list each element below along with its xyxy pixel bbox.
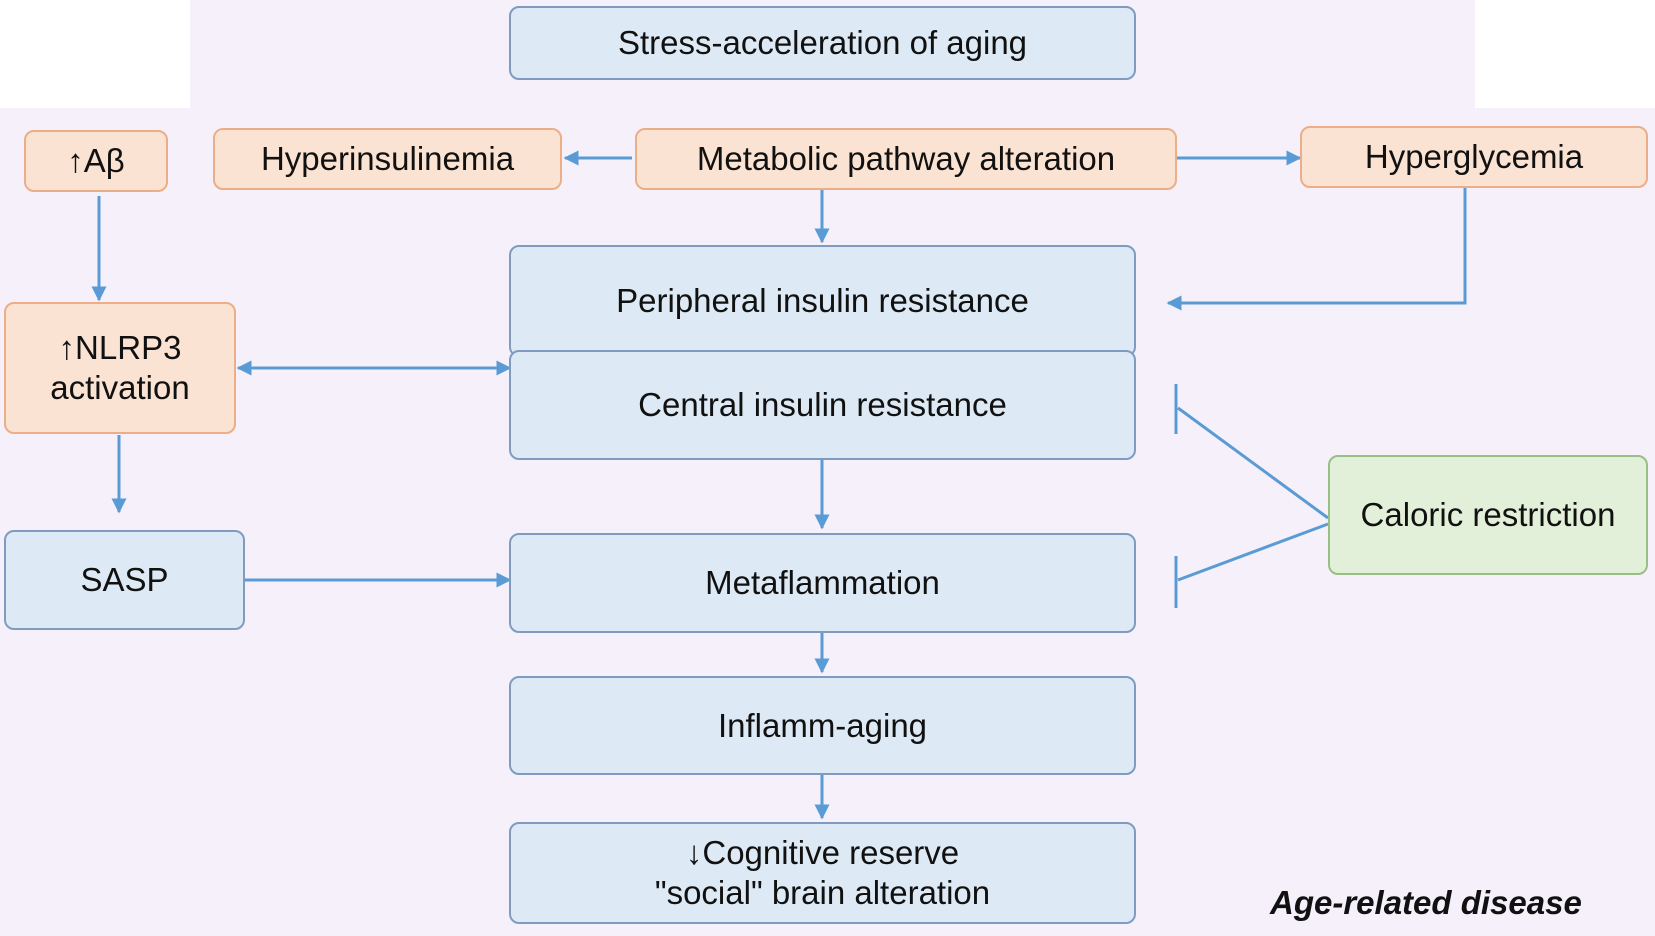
node-stress-acceleration: Stress-acceleration of aging: [509, 6, 1136, 80]
node-metaflammation: Metaflammation: [509, 533, 1136, 633]
cognitive-label-line2: "social" brain alteration: [654, 874, 991, 911]
cognitive-label-line1: ↓Cognitive reserve: [685, 834, 960, 871]
node-caloric-restriction: Caloric restriction: [1328, 455, 1648, 575]
node-nlrp3-activation: ↑NLRP3 activation: [4, 302, 236, 434]
node-central-insulin-resistance: Central insulin resistance: [509, 350, 1136, 460]
node-metabolic-pathway-alteration: Metabolic pathway alteration: [635, 128, 1177, 190]
node-inflamm-aging: Inflamm-aging: [509, 676, 1136, 775]
nlrp3-label-line2: activation: [50, 369, 190, 406]
node-cognitive-reserve: ↓Cognitive reserve "social" brain altera…: [509, 822, 1136, 924]
node-hyperinsulinemia: Hyperinsulinemia: [213, 128, 562, 190]
inhibit-caloric-to-central: [1177, 406, 1329, 520]
node-sasp: SASP: [4, 530, 245, 630]
nlrp3-label-line1: ↑NLRP3: [58, 329, 182, 366]
footer-caption: Age-related disease: [1270, 884, 1582, 921]
node-peripheral-insulin-resistance: Peripheral insulin resistance: [509, 245, 1136, 357]
inhibit-caloric-to-metaflammation: [1177, 522, 1329, 582]
node-abeta: ↑Aβ: [24, 130, 168, 192]
arrow-hyperglycemia-to-peripheral: [1166, 188, 1467, 311]
node-hyperglycemia: Hyperglycemia: [1300, 126, 1648, 188]
